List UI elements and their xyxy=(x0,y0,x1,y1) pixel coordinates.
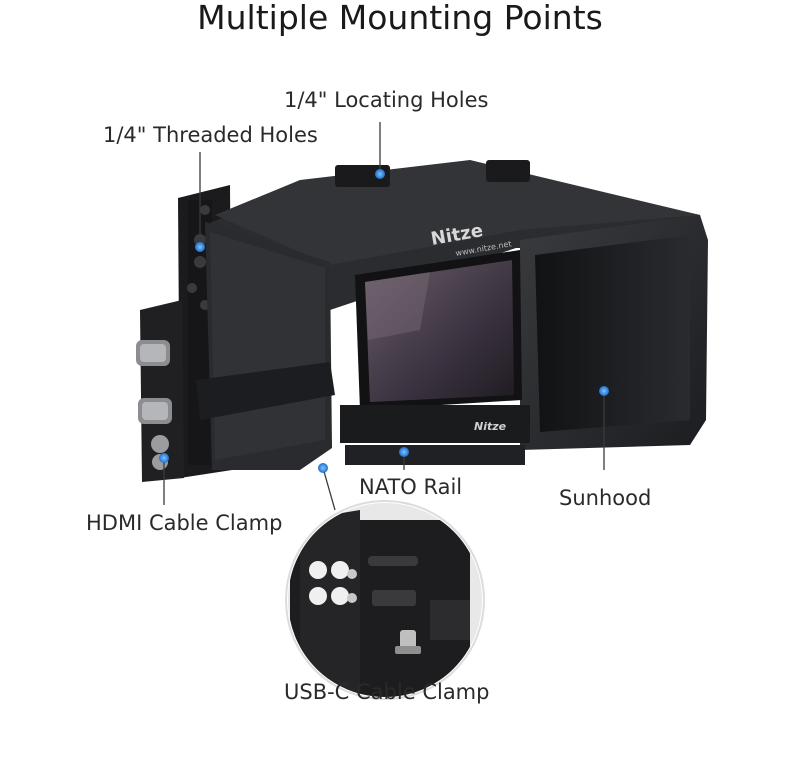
usbc-closeup-circle xyxy=(285,500,485,700)
pointer-dot-nato xyxy=(399,447,409,457)
callout-usbc-cable-clamp: USB-C Cable Clamp xyxy=(284,680,490,704)
page-title: Multiple Mounting Points xyxy=(197,0,603,37)
pointer-dot-sunhood xyxy=(599,386,609,396)
callout-locating-holes: 1/4" Locating Holes xyxy=(284,88,489,112)
callout-threaded-holes: 1/4" Threaded Holes xyxy=(103,123,318,147)
pointer-dot-hdmi xyxy=(159,453,169,463)
pointer-dot-threaded xyxy=(195,242,205,252)
pointer-dots xyxy=(159,169,609,473)
callout-sunhood: Sunhood xyxy=(559,486,652,510)
monitor-screen xyxy=(340,250,530,465)
sunhood xyxy=(196,160,708,470)
callout-hdmi-cable-clamp: HDMI Cable Clamp xyxy=(86,511,283,535)
brand-side-text: Nitze xyxy=(474,420,507,433)
leader-lines xyxy=(163,122,605,511)
pointer-dot-locating xyxy=(375,169,385,179)
callout-nato-rail: NATO Rail xyxy=(359,475,463,499)
pointer-dot-usbc xyxy=(318,463,328,473)
